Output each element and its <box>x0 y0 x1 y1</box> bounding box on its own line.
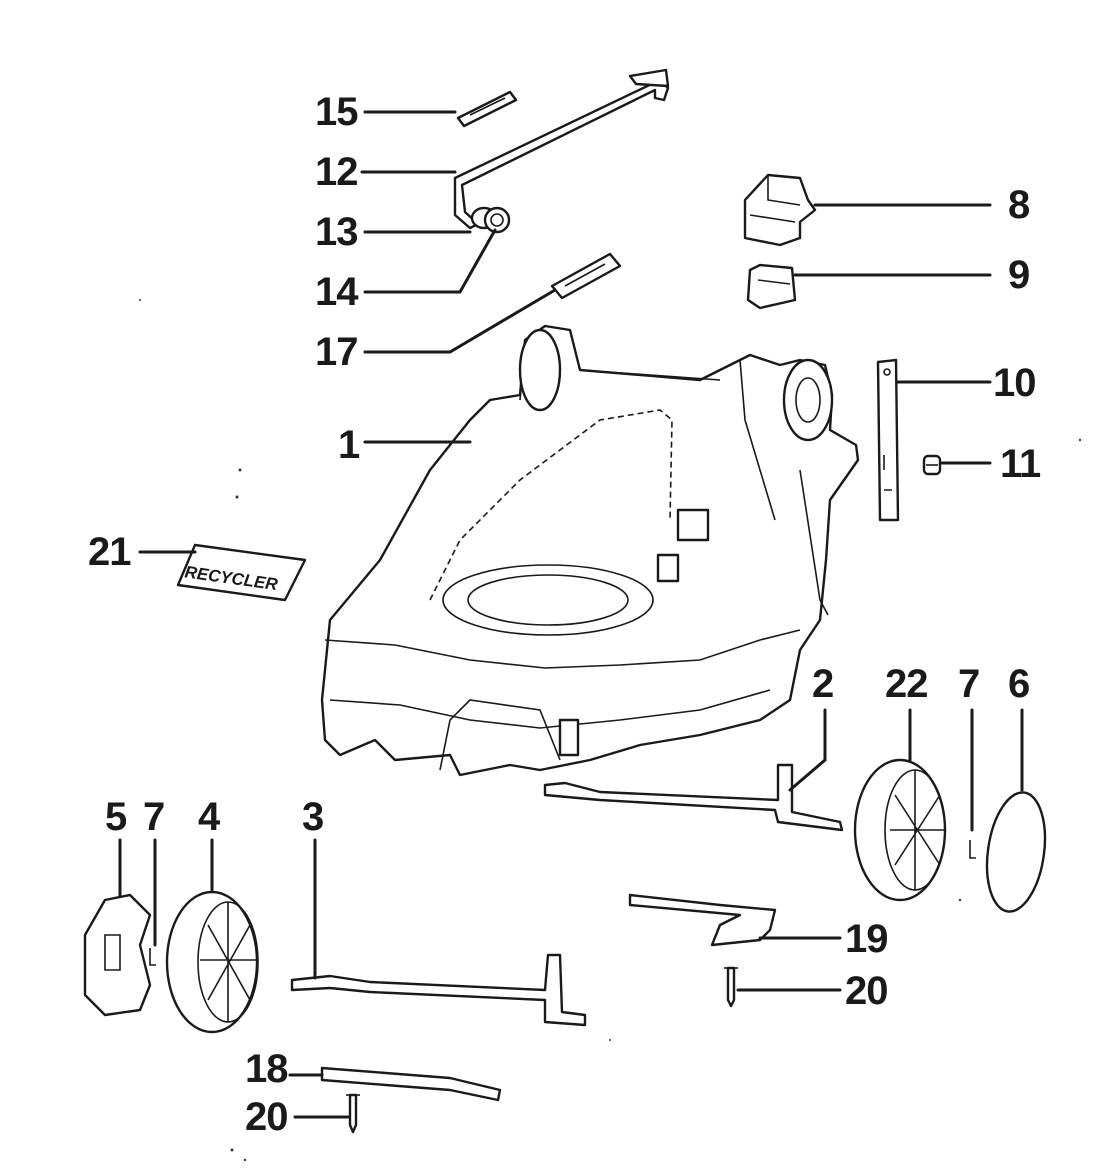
callout-7-right: 7 <box>958 662 979 706</box>
part-8-switch-housing <box>743 173 817 247</box>
part-2-rear-axle <box>543 763 844 832</box>
part-10-cable-bar <box>876 358 900 522</box>
part-1-mower-deck <box>320 324 860 777</box>
part-9-switch <box>746 263 797 310</box>
part-20-screw-left <box>346 1093 360 1134</box>
part-6-hub-cap <box>985 791 1047 913</box>
part-7-clip-right <box>969 840 976 859</box>
callout-22: 22 <box>885 662 928 706</box>
callout-6: 6 <box>1008 662 1029 706</box>
callout-numbers: 15 12 13 14 17 1 8 9 10 11 21 2 22 7 6 5… <box>88 90 1042 1139</box>
callout-8: 8 <box>1008 183 1030 227</box>
callout-15: 15 <box>315 90 358 134</box>
part-17-label-strip <box>550 252 622 300</box>
part-11-nut <box>922 454 942 476</box>
part-20-screw-right <box>724 966 738 1008</box>
part-21-recycler-sticker: RECYCLER <box>176 543 307 602</box>
callout-4: 4 <box>198 795 221 839</box>
callout-3: 3 <box>302 795 323 839</box>
part-4-front-wheel <box>165 890 259 1034</box>
callout-11: 11 <box>1000 442 1041 486</box>
callout-5: 5 <box>105 795 127 839</box>
part-3-front-axle <box>290 953 587 1027</box>
callout-18: 18 <box>245 1047 288 1091</box>
part-12-control-bar <box>453 68 670 230</box>
callout-9: 9 <box>1008 253 1029 297</box>
part-14-knob-cap <box>483 206 511 234</box>
callout-2: 2 <box>812 662 833 706</box>
part-19-plate <box>628 893 777 947</box>
callout-21: 21 <box>88 530 131 574</box>
callout-13: 13 <box>315 210 358 254</box>
part-22-rear-wheel <box>853 758 947 902</box>
callout-7-left: 7 <box>143 795 164 839</box>
callout-1: 1 <box>338 423 360 467</box>
callout-20-right: 20 <box>845 969 888 1013</box>
scan-noise <box>139 299 1082 1162</box>
part-18-blade <box>320 1066 502 1102</box>
callout-20-left: 20 <box>245 1095 288 1139</box>
part-15-handle-label <box>456 90 518 128</box>
part-7-clip-left <box>149 948 156 966</box>
leader-lines <box>118 110 1024 1119</box>
callout-12: 12 <box>315 150 358 194</box>
callout-19: 19 <box>845 917 888 961</box>
callout-14: 14 <box>315 270 359 314</box>
callout-10: 10 <box>993 361 1036 405</box>
part-5-hub-cap <box>83 893 152 1017</box>
callout-17: 17 <box>315 330 358 374</box>
